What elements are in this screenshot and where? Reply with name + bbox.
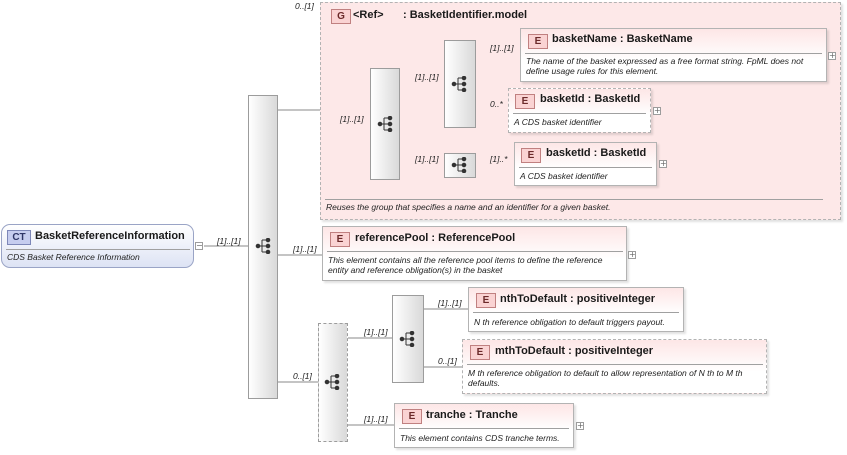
- complex-type-badge: CT: [7, 230, 31, 245]
- cardinality-label: 0..*: [490, 99, 503, 109]
- divider: [325, 199, 823, 200]
- cardinality-label: [1]..[1]: [490, 43, 514, 53]
- collapse-minus-icon[interactable]: −: [195, 241, 203, 250]
- expand-plus-icon[interactable]: +: [828, 51, 836, 60]
- group-cardinality: 0..[1]: [295, 1, 314, 11]
- element-description: M th reference obligation to default to …: [468, 368, 743, 388]
- element-description: A CDS basket identifier: [520, 171, 608, 181]
- main-sequence-compositor[interactable]: [248, 95, 278, 399]
- element-title: basketName : BasketName: [552, 33, 693, 45]
- complex-type-name: BasketReferenceInformation: [35, 230, 185, 242]
- sequence-compositor-icon: [451, 76, 467, 92]
- sequence-compositor-icon: [324, 374, 340, 390]
- element-description: This element contains CDS tranche terms.: [400, 433, 560, 443]
- complex-type-description: CDS Basket Reference Information: [7, 252, 140, 262]
- cardinality-label: [1]..[1]: [438, 298, 462, 308]
- complex-type-box[interactable]: CT BasketReferenceInformation CDS Basket…: [1, 224, 194, 268]
- sequence-compositor-icon: [451, 157, 467, 173]
- cardinality-label: 0..[1]: [438, 356, 457, 366]
- group-ref-label: <Ref>: [353, 9, 384, 21]
- divider: [6, 249, 190, 250]
- divider: [399, 428, 569, 429]
- expand-plus-icon[interactable]: +: [628, 250, 636, 259]
- cardinality-label: 0..[1]: [293, 371, 312, 381]
- element-description: The name of the basket expressed as a fr…: [526, 56, 804, 76]
- sequence-compositor-icon: [377, 116, 393, 132]
- sequence-compositor-icon: [399, 331, 415, 347]
- cardinality-label: [1]..[1]: [293, 244, 317, 254]
- divider: [525, 53, 822, 54]
- element-description: N th reference obligation to default tri…: [474, 317, 665, 327]
- group-badge: G: [331, 9, 351, 24]
- element-badge: E: [330, 232, 350, 247]
- group-description: Reuses the group that specifies a name a…: [326, 202, 611, 212]
- element-badge: E: [476, 293, 496, 308]
- expand-plus-icon[interactable]: +: [659, 159, 667, 168]
- element-title: tranche : Tranche: [426, 409, 518, 421]
- cardinality-label: [1]..[1]: [364, 327, 388, 337]
- cardinality-label: [1]..[1]: [415, 154, 439, 164]
- cardinality-label: [1]..[1]: [217, 236, 241, 246]
- divider: [513, 113, 646, 114]
- expand-plus-icon[interactable]: +: [576, 421, 584, 430]
- element-nth-to-default[interactable]: E nthToDefault : positiveInteger N th re…: [468, 287, 684, 332]
- element-description: This element contains all the reference …: [328, 255, 603, 275]
- element-badge: E: [521, 148, 541, 163]
- element-description: A CDS basket identifier: [514, 117, 602, 127]
- cardinality-label: [1]..[1]: [415, 72, 439, 82]
- element-tranche[interactable]: E tranche : Tranche This element contain…: [394, 403, 574, 448]
- sequence-compositor-icon: [255, 238, 271, 254]
- divider: [467, 364, 763, 365]
- group-type-label: : BasketIdentifier.model: [403, 9, 528, 21]
- divider: [473, 312, 679, 313]
- element-title: basketId : BasketId: [546, 147, 647, 159]
- element-title: nthToDefault : positiveInteger: [500, 293, 656, 305]
- element-badge: E: [515, 94, 535, 109]
- element-title: referencePool : ReferencePool: [355, 232, 516, 244]
- divider: [519, 167, 652, 168]
- element-basket-id[interactable]: E basketId : BasketId A CDS basket ident…: [514, 142, 657, 186]
- divider: [327, 251, 623, 252]
- element-title: mthToDefault : positiveInteger: [495, 345, 654, 357]
- element-basket-id[interactable]: E basketId : BasketId A CDS basket ident…: [508, 88, 651, 133]
- cardinality-label: [1]..[1]: [340, 114, 364, 124]
- element-basket-name[interactable]: E basketName : BasketName The name of th…: [520, 28, 827, 82]
- cardinality-label: [1]..[1]: [364, 414, 388, 424]
- element-badge: E: [402, 409, 422, 424]
- element-badge: E: [528, 34, 548, 49]
- element-mth-to-default[interactable]: E mthToDefault : positiveInteger M th re…: [462, 339, 767, 394]
- element-title: basketId : BasketId: [540, 93, 641, 105]
- cardinality-label: [1]..*: [490, 154, 508, 164]
- id-only-sequence[interactable]: [444, 153, 476, 178]
- element-badge: E: [470, 345, 490, 360]
- element-reference-pool[interactable]: E referencePool : ReferencePool This ele…: [322, 226, 627, 281]
- expand-plus-icon[interactable]: +: [653, 106, 661, 115]
